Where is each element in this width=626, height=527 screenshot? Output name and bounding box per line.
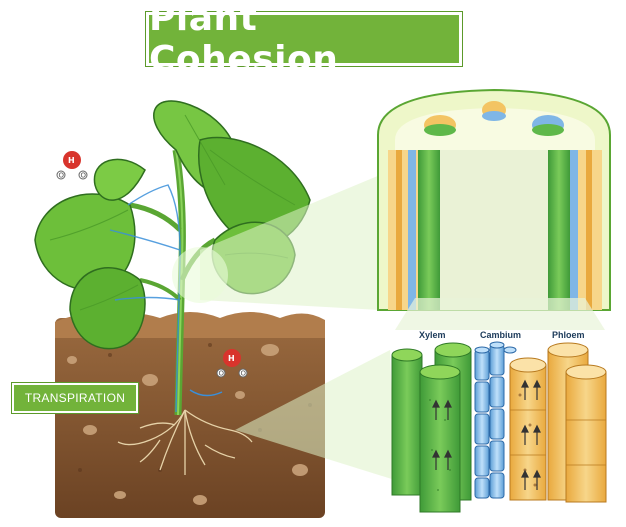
water-path-line [109,184,181,413]
title-banner: Plant Cohesion [146,0,462,80]
magnify-cone-upper [172,175,380,310]
magnify-cone-lower [235,350,395,480]
xylem-vessels [391,342,472,513]
svg-text:O: O [241,370,247,378]
roots [117,409,253,475]
svg-text:H: H [228,354,235,363]
svg-text:H: H [68,156,75,165]
cambium-cells [474,341,517,499]
label-xylem: Xylem [419,330,446,340]
page-title: Plant Cohesion [149,0,339,80]
svg-text:O: O [59,172,65,180]
svg-text:O: O [81,172,87,180]
svg-text:O: O [219,370,225,378]
water-molecule-icon: H O O [56,151,88,180]
stem-cross-section [377,88,611,311]
phloem-tubes [509,342,607,503]
water-uptake-arrow [189,389,223,397]
label-cambium: Cambium [480,330,521,340]
water-molecule-soil-icon: H O O [216,349,248,378]
transpiration-label: TRANSPIRATION [24,391,126,405]
tissue-detail-panel [395,298,605,330]
label-phloem: Phloem [552,330,585,340]
transpiration-label-box: TRANSPIRATION [12,383,138,413]
